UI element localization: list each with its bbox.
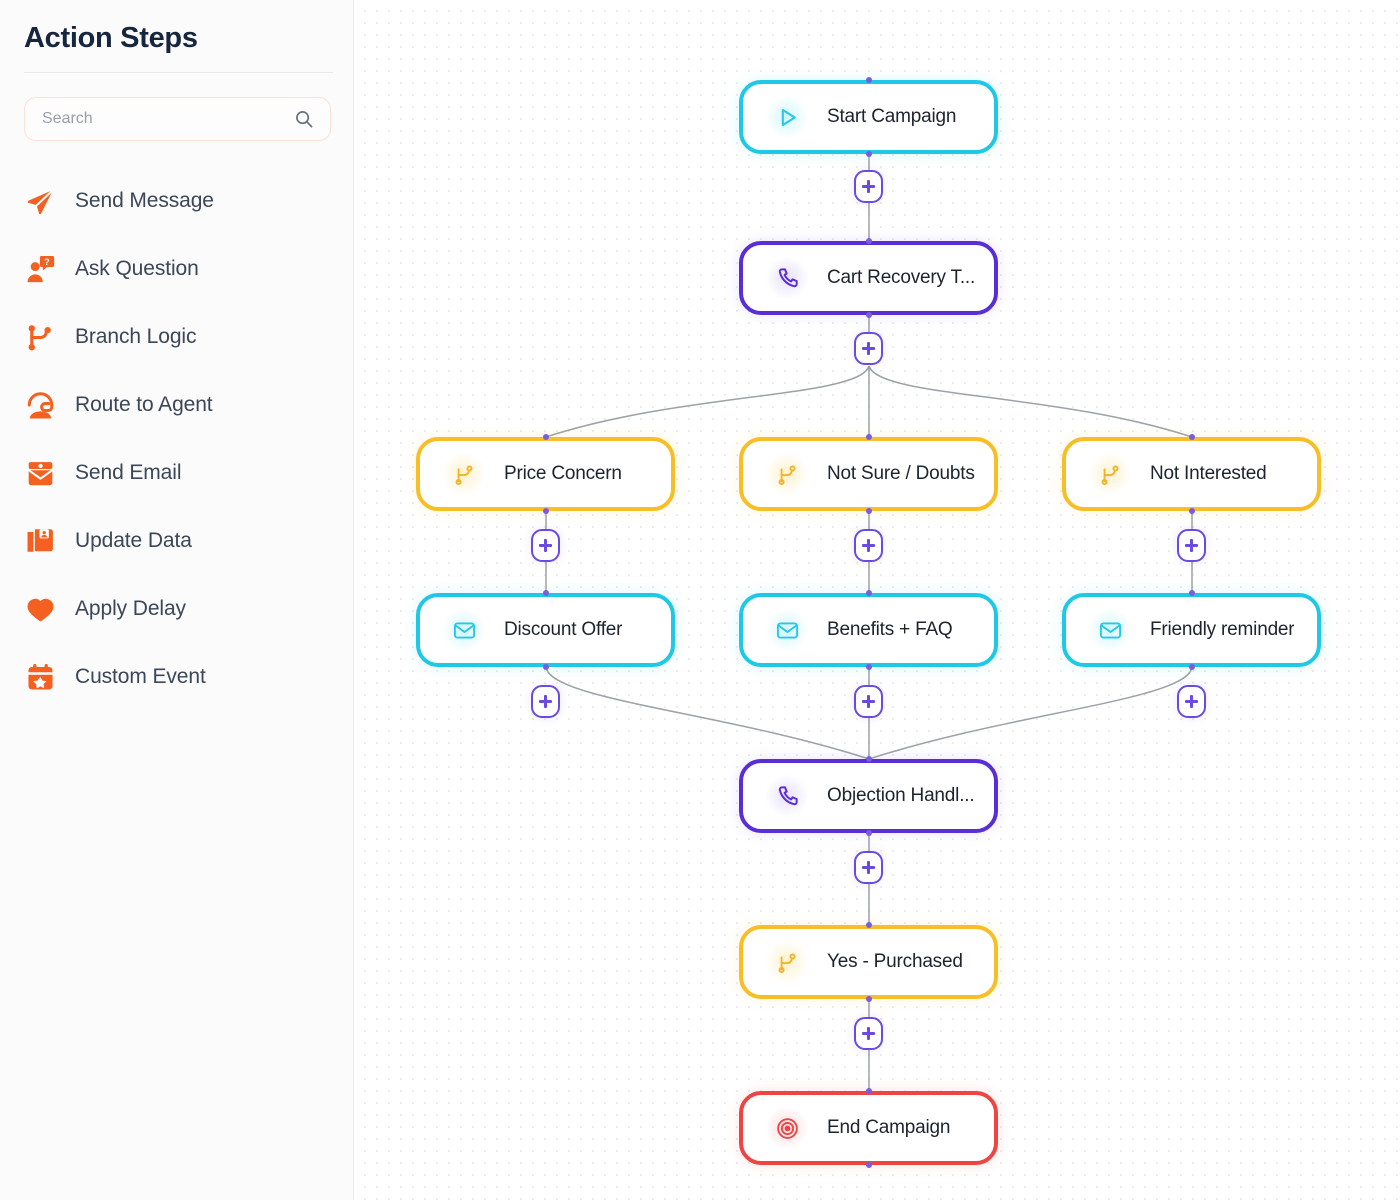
sidebar-item-label: Branch Logic (75, 325, 197, 348)
branch-icon (442, 452, 486, 496)
phone-icon (765, 256, 809, 300)
node-port-top (1188, 434, 1195, 440)
flow-node-label: Not Sure / Doubts (827, 463, 975, 484)
node-port-top (865, 434, 872, 440)
node-port-top (865, 77, 872, 83)
flow-node-label: Discount Offer (504, 619, 623, 640)
add-step-button-after-start[interactable] (854, 170, 883, 203)
target-icon (765, 1106, 809, 1150)
node-port-bottom (542, 664, 549, 670)
flow-node-label: Cart Recovery T... (827, 267, 976, 288)
paper-plane-icon (24, 185, 56, 217)
sidebar-item-label: Ask Question (75, 257, 199, 280)
search-input[interactable] (42, 110, 294, 128)
flow-node-label: Not Interested (1150, 463, 1267, 484)
add-step-button-after-discount-offer[interactable] (531, 685, 560, 718)
title-divider (24, 72, 333, 73)
action-steps-list: Send Message ? Ask Question (0, 167, 353, 711)
flow-node-start-campaign[interactable]: Start Campaign (739, 77, 998, 157)
sidebar-item-label: Custom Event (75, 665, 206, 688)
branch-icon (765, 452, 809, 496)
node-port-bottom (865, 664, 872, 670)
node-port-top (865, 238, 872, 244)
node-port-bottom (865, 312, 872, 318)
node-port-bottom (865, 830, 872, 836)
flow-node-label: Start Campaign (827, 106, 957, 127)
sidebar-item-branch-logic[interactable]: Branch Logic (24, 303, 329, 371)
flow-node-label: Objection Handl... (827, 785, 975, 806)
mail-icon (442, 608, 486, 652)
flow-node-label: Yes - Purchased (827, 951, 963, 972)
add-step-button-after-benefits-faq[interactable] (854, 685, 883, 718)
play-icon (765, 95, 809, 139)
sidebar-item-apply-delay[interactable]: Apply Delay (24, 575, 329, 643)
node-port-bottom (865, 151, 872, 157)
sidebar-item-label: Send Email (75, 461, 182, 484)
search-box[interactable] (24, 97, 331, 141)
svg-text:?: ? (44, 257, 50, 267)
node-port-top (865, 1088, 872, 1094)
page-title: Action Steps (24, 22, 198, 54)
sidebar-item-custom-event[interactable]: Custom Event (24, 643, 329, 711)
add-step-button-after-friendly-reminder[interactable] (1177, 685, 1206, 718)
person-question-icon: ? (24, 253, 56, 285)
mail-icon (1088, 608, 1132, 652)
flow-node-end-campaign[interactable]: End Campaign (739, 1088, 998, 1168)
calendar-star-icon (24, 661, 56, 693)
node-port-bottom (865, 996, 872, 1002)
agent-headset-icon (24, 389, 56, 421)
sidebar-item-label: Update Data (75, 529, 192, 552)
node-port-bottom (1188, 664, 1195, 670)
add-step-button-after-not-sure[interactable] (854, 529, 883, 562)
add-step-button-after-price-concern[interactable] (531, 529, 560, 562)
flow-node-friendly-reminder[interactable]: Friendly reminder (1062, 590, 1321, 670)
sidebar-item-label: Route to Agent (75, 393, 213, 416)
envelope-open-icon (24, 457, 56, 489)
sidebar-item-ask-question[interactable]: ? Ask Question (24, 235, 329, 303)
node-port-bottom (1188, 508, 1195, 514)
node-port-top (865, 922, 872, 928)
sidebar-item-label: Send Message (75, 189, 214, 212)
flow-node-objection-handling[interactable]: Objection Handl... (739, 756, 998, 836)
add-step-button-after-purchased[interactable] (854, 1017, 883, 1050)
sidebar-item-send-message[interactable]: Send Message (24, 167, 329, 235)
search-icon[interactable] (294, 109, 314, 129)
mail-icon (765, 608, 809, 652)
sidebar-item-send-email[interactable]: Send Email (24, 439, 329, 507)
flow-node-yes-purchased[interactable]: Yes - Purchased (739, 922, 998, 1002)
flow-canvas[interactable]: Start Campaign Cart Recovery T... (354, 0, 1400, 1200)
flow-node-label: Benefits + FAQ (827, 619, 953, 640)
branch-icon (765, 940, 809, 984)
sidebar-item-update-data[interactable]: Update Data (24, 507, 329, 575)
flow-node-price-concern[interactable]: Price Concern (416, 434, 675, 514)
flow-node-benefits-faq[interactable]: Benefits + FAQ (739, 590, 998, 670)
node-port-top (542, 590, 549, 596)
add-step-button-after-cart[interactable] (854, 332, 883, 365)
phone-icon (765, 774, 809, 818)
branch-icon (24, 321, 56, 353)
flow-node-label: Price Concern (504, 463, 622, 484)
flow-node-discount-offer[interactable]: Discount Offer (416, 590, 675, 670)
folder-user-icon (24, 525, 56, 557)
node-port-top (865, 756, 872, 762)
node-port-top (542, 434, 549, 440)
branch-icon (1088, 452, 1132, 496)
sidebar-item-route-to-agent[interactable]: Route to Agent (24, 371, 329, 439)
heart-icon (24, 593, 56, 625)
add-step-button-after-not-interested[interactable] (1177, 529, 1206, 562)
node-port-top (1188, 590, 1195, 596)
flow-node-not-sure-doubts[interactable]: Not Sure / Doubts (739, 434, 998, 514)
node-port-bottom (542, 508, 549, 514)
node-port-top (865, 590, 872, 596)
node-port-bottom (865, 508, 872, 514)
flow-node-not-interested[interactable]: Not Interested (1062, 434, 1321, 514)
node-port-bottom (865, 1162, 872, 1168)
flow-node-label: Friendly reminder (1150, 619, 1295, 640)
action-steps-sidebar: Action Steps Send Message (0, 0, 354, 1200)
flow-node-cart-recovery[interactable]: Cart Recovery T... (739, 238, 998, 318)
sidebar-item-label: Apply Delay (75, 597, 186, 620)
add-step-button-after-objection[interactable] (854, 851, 883, 884)
flow-node-label: End Campaign (827, 1117, 951, 1138)
